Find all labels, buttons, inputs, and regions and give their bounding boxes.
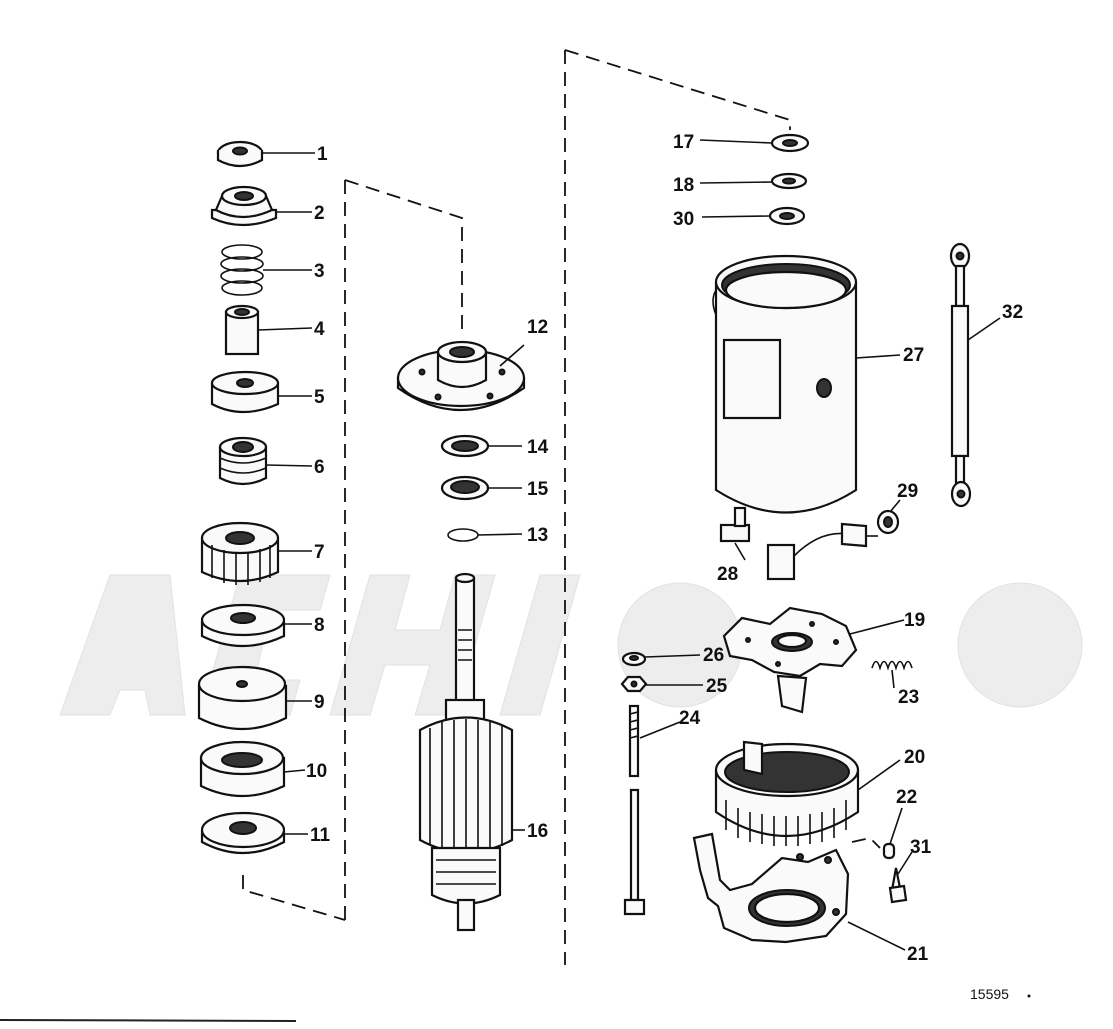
callout-1: 1: [317, 144, 328, 165]
part-4-sleeve: [224, 304, 260, 356]
part-31-screw: [888, 867, 908, 904]
callout-30: 30: [673, 209, 694, 230]
part-28-brush-lead: [719, 506, 878, 581]
part-27-frame-housing: [712, 254, 858, 514]
part-17-washer: [770, 133, 810, 153]
part-11-thrust-washer: [200, 811, 286, 855]
callout-11: 11: [310, 825, 331, 846]
callout-27: 27: [903, 345, 924, 366]
figure-reference-number: 15595: [970, 986, 1009, 1002]
callout-22: 22: [896, 787, 917, 808]
part-26-washer: [621, 651, 647, 667]
callout-18: 18: [673, 175, 694, 196]
part-25-lock-washer: [620, 675, 648, 693]
callout-7: 7: [314, 542, 325, 563]
part-23-spring: [871, 660, 913, 671]
callout-13: 13: [527, 525, 548, 546]
callout-15: 15: [527, 479, 549, 500]
callout-24: 24: [679, 708, 701, 729]
callout-25: 25: [706, 676, 728, 697]
part-15-bushing: [440, 475, 490, 501]
part-22-plug: [882, 842, 896, 860]
callout-31: 31: [910, 837, 932, 858]
callout-9: 9: [314, 692, 325, 713]
part-9-spacer: [197, 665, 288, 731]
callout-labels: 1 2 3 4 5 6 7 8 9 10 11 12 13 14 15 16 1…: [306, 132, 1023, 965]
part-19-brush-plate: [722, 606, 858, 714]
callout-20: 20: [904, 747, 925, 768]
part-2-cup: [210, 185, 278, 227]
callout-16: 16: [527, 821, 548, 842]
callout-5: 5: [314, 387, 325, 408]
part-13-o-ring: [447, 528, 479, 542]
callout-3: 3: [314, 261, 325, 282]
callout-23: 23: [898, 687, 919, 708]
part-10-ring: [199, 740, 286, 798]
callout-4: 4: [314, 319, 325, 340]
callout-21: 21: [907, 944, 929, 965]
part-12-end-cap: [396, 340, 526, 411]
scan-edge-line: [0, 1019, 297, 1022]
part-18-washer: [770, 172, 808, 190]
part-7-drive-pinion: [200, 521, 280, 585]
callout-12: 12: [527, 317, 548, 338]
callout-2: 2: [314, 203, 325, 224]
part-20-end-head: [714, 740, 860, 846]
callout-10: 10: [306, 761, 327, 782]
callout-6: 6: [314, 457, 325, 478]
part-6-spring-retainer: [218, 436, 268, 486]
callout-29: 29: [897, 481, 918, 502]
part-3-spring: [220, 244, 264, 296]
part-30-washer: [768, 206, 806, 226]
assembly-dashed-lines: [242, 49, 881, 965]
callout-26: 26: [703, 645, 724, 666]
leader-lines: [257, 139, 1001, 951]
part-8-washer: [200, 603, 286, 648]
watermark-logo: [59, 574, 1083, 716]
part-32-through-bolt-strap: [949, 242, 972, 508]
callout-17: 17: [673, 132, 694, 153]
ink-dot: [1027, 994, 1031, 998]
part-14-bushing: [440, 434, 490, 458]
part-5-collar: [210, 370, 280, 414]
callout-14: 14: [527, 437, 549, 458]
part-1-nut: [216, 140, 264, 168]
callout-28: 28: [717, 564, 738, 585]
part-24-screw: [623, 704, 646, 916]
callout-8: 8: [314, 615, 325, 636]
part-21-mounting-bracket: [692, 832, 850, 944]
part-16-armature: [418, 572, 514, 932]
callout-19: 19: [904, 610, 925, 631]
callout-32: 32: [1002, 302, 1023, 323]
part-29-nut: [876, 509, 900, 535]
